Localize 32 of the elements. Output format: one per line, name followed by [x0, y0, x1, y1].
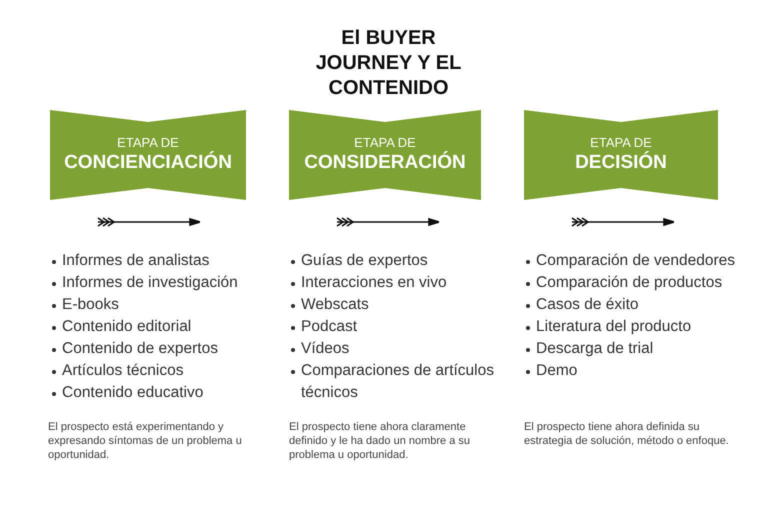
content-item: Comparación de vendedores — [524, 250, 748, 272]
content-item: Informes de analistas — [50, 250, 276, 272]
stage-name: CONSIDERACIÓN — [304, 151, 466, 175]
content-item: Contenido editorial — [50, 316, 276, 338]
content-item: Vídeos — [289, 338, 511, 360]
content-item: Contenido educativo — [50, 382, 276, 404]
stage-banner — [50, 110, 246, 200]
stage-label: ETAPA DE — [117, 135, 179, 151]
stage-description: El prospecto tiene ahora claramente definido y le ha dado un nombre a su problema u oportunidad. — [289, 420, 472, 462]
content-item: Literatura del producto — [524, 316, 748, 338]
content-item: Comparaciones de artículos técnicos — [289, 360, 511, 404]
stage-banner — [289, 110, 481, 200]
content-item: Guías de expertos — [289, 250, 511, 272]
stage-name: DECISIÓN — [575, 151, 667, 175]
content-item: E-books — [50, 294, 276, 316]
content-item: Descarga de trial — [524, 338, 748, 360]
content-item: Interacciones en vivo — [289, 272, 511, 294]
content-item: Comparación de productos — [524, 272, 748, 294]
content-item: Demo — [524, 360, 748, 382]
stage-name: CONCIENCIACIÓN — [64, 151, 232, 175]
content-item: Podcast — [289, 316, 511, 338]
stage-label: ETAPA DE — [590, 135, 652, 151]
content-item: Contenido de expertos — [50, 338, 276, 360]
stage-description: El prospecto tiene ahora definida su estrategia de solución, método o enfoque. — [524, 420, 730, 448]
content-item: Informes de investigación — [50, 272, 276, 294]
content-item: Webscats — [289, 294, 511, 316]
title: El BUYER JOURNEY Y EL CONTENIDO — [314, 26, 462, 101]
stage-banner — [524, 110, 718, 200]
stage-label: ETAPA DE — [354, 135, 416, 151]
content-item: Artículos técnicos — [50, 360, 276, 382]
stage-description: El prospecto está experimentando y expresando síntomas de un problema u oportunidad. — [48, 420, 243, 462]
content-item: Casos de éxito — [524, 294, 748, 316]
